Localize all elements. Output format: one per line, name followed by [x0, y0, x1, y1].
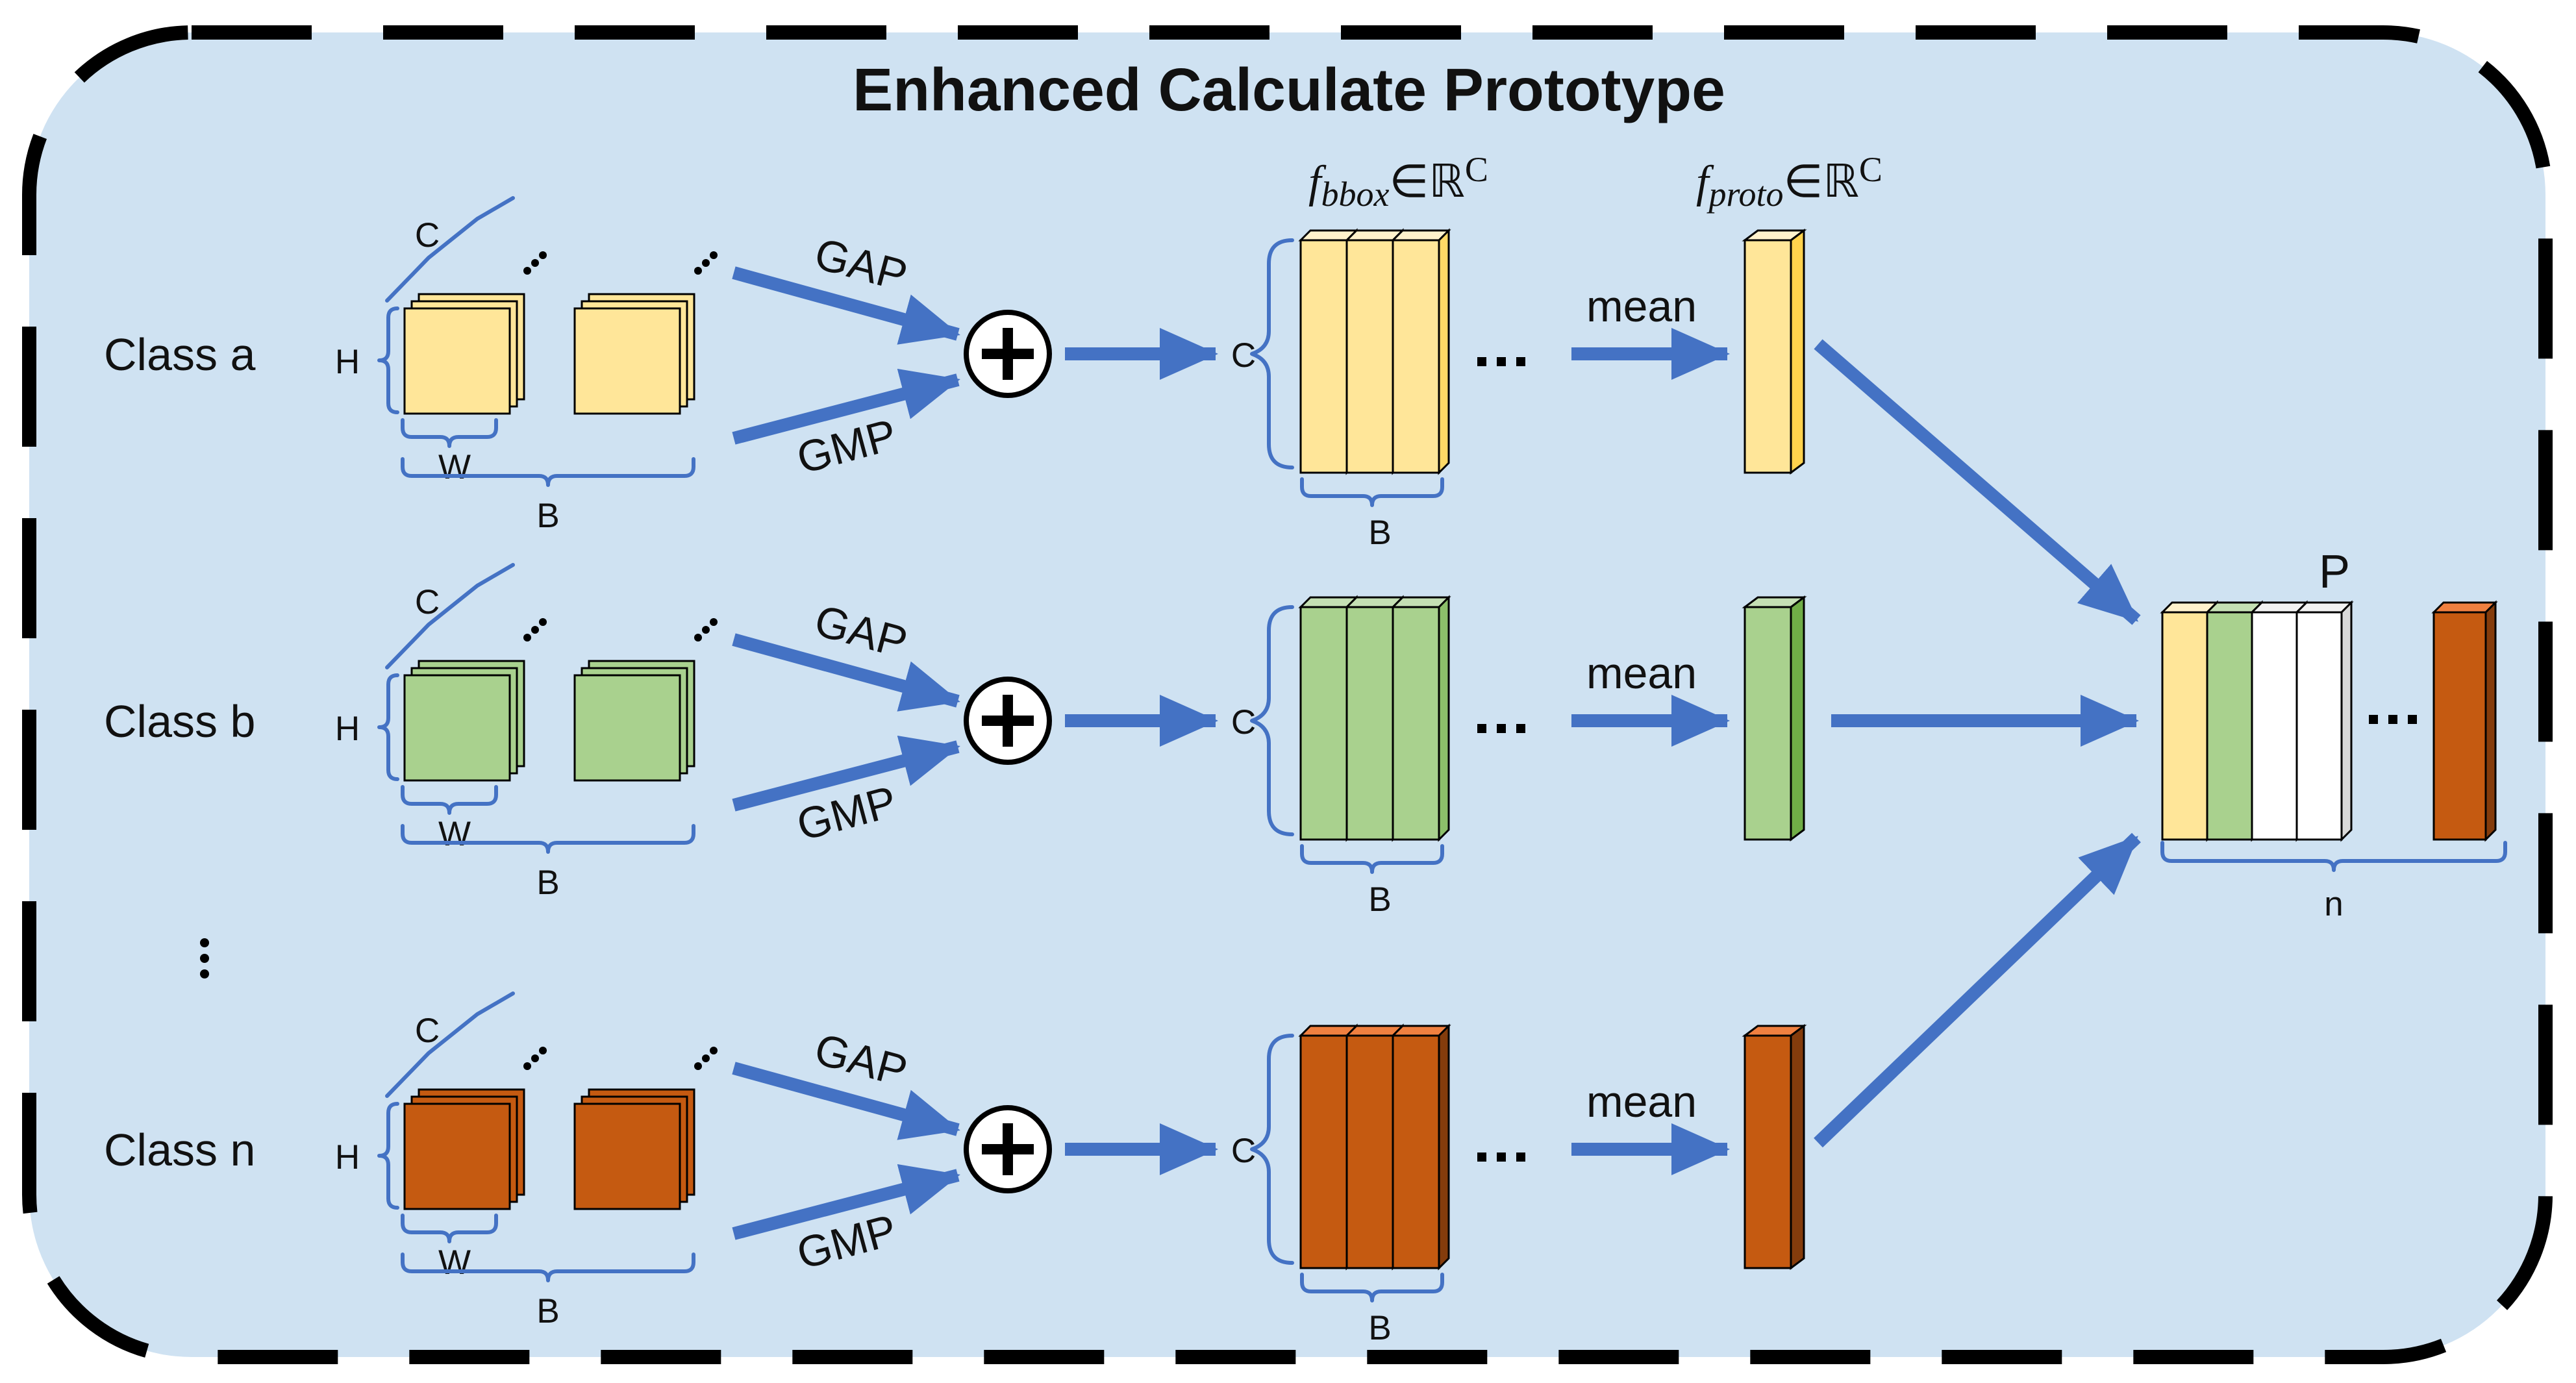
dim-h-label: H	[335, 1138, 360, 1177]
arrow-icon	[732, 1164, 960, 1240]
ellipsis-icon	[523, 618, 547, 642]
stack-b-brace	[1300, 1273, 1444, 1302]
height-brace	[377, 673, 399, 781]
ellipsis-icon	[694, 251, 718, 275]
depth-brace	[385, 196, 515, 303]
dim-c-label: C	[415, 583, 440, 621]
ellipsis-icon	[523, 1047, 547, 1070]
stack-b-label: B	[1368, 514, 1391, 552]
feature-map	[573, 307, 681, 415]
dim-h-label: H	[335, 710, 360, 748]
depth-brace	[385, 563, 515, 669]
circled-plus-icon	[964, 677, 1052, 765]
dim-b-label: B	[536, 497, 559, 535]
fproto-subscript: proto	[1706, 175, 1783, 214]
feature-map	[573, 674, 681, 782]
batch-brace	[401, 824, 695, 854]
fbbox-header: fbbox∈ℝC	[1308, 150, 1488, 214]
circled-plus-icon	[964, 310, 1052, 398]
fproto-bar	[1742, 229, 1807, 475]
dim-b-label: B	[536, 1292, 559, 1330]
fproto-superscript: C	[1859, 150, 1882, 189]
arrow-icon	[732, 266, 960, 345]
prototype-matrix: n P	[2160, 546, 2507, 923]
stack-b-brace	[1300, 844, 1444, 874]
feature-map	[403, 1103, 511, 1210]
stack-c-brace	[1250, 1034, 1294, 1265]
fbbox-subscript: bbox	[1321, 175, 1389, 214]
batch-brace	[401, 1252, 695, 1282]
stack-c-brace	[1250, 238, 1294, 469]
stack-c-label: C	[1231, 1132, 1256, 1170]
arrow-icon	[1814, 832, 2141, 1148]
fbbox-column	[1390, 228, 1451, 475]
dim-h-label: H	[335, 343, 360, 381]
stack-b-label: B	[1368, 880, 1391, 919]
ellipsis-icon	[2369, 715, 2417, 724]
dim-w-label: W	[438, 815, 471, 853]
width-brace	[401, 785, 498, 815]
fproto-bar	[1742, 595, 1807, 841]
prototype-n-brace	[2160, 841, 2507, 872]
arrow-icon	[732, 736, 960, 812]
dim-c-label: C	[415, 1012, 440, 1050]
vertical-ellipsis-icon	[200, 938, 209, 978]
fproto-header: fproto∈ℝC	[1696, 150, 1882, 214]
feature-map	[403, 307, 511, 415]
arrow-icon	[732, 633, 960, 712]
prototype-p-label: P	[2319, 546, 2350, 598]
fbbox-suffix: ∈ℝ	[1389, 157, 1464, 207]
ellipsis-icon	[1477, 724, 1525, 733]
prototype-column	[2294, 600, 2354, 842]
width-brace	[401, 418, 498, 448]
dim-w-label: W	[438, 448, 471, 486]
prototype-n-label: n	[2324, 885, 2343, 923]
arrow-icon	[732, 1062, 960, 1140]
height-brace	[377, 1102, 399, 1210]
stack-c-label: C	[1231, 336, 1256, 375]
dim-c-label: C	[415, 216, 440, 255]
dim-b-label: B	[536, 864, 559, 902]
ellipsis-icon	[694, 1047, 718, 1070]
width-brace	[401, 1214, 498, 1243]
stack-c-brace	[1250, 605, 1294, 836]
height-brace	[377, 306, 399, 414]
ellipsis-icon	[523, 251, 547, 275]
mean-label: mean	[1586, 649, 1697, 698]
mean-label: mean	[1586, 282, 1697, 331]
fbbox-superscript: C	[1465, 150, 1488, 189]
class-label: Class a	[104, 329, 255, 380]
class-label: Class b	[104, 696, 255, 747]
class-label: Class n	[104, 1125, 255, 1175]
arrow-icon	[1814, 339, 2141, 625]
stack-b-brace	[1300, 477, 1444, 507]
converge-arrows	[1814, 339, 2141, 1148]
stack-c-label: C	[1231, 703, 1256, 741]
circled-plus-icon	[964, 1105, 1052, 1193]
fproto-bar	[1742, 1024, 1807, 1270]
prototype-column-n	[2431, 600, 2498, 842]
arrow-icon	[732, 369, 960, 445]
fbbox-column	[1390, 1023, 1451, 1271]
feature-map	[403, 674, 511, 782]
fbbox-column	[1390, 595, 1451, 842]
stack-b-label: B	[1368, 1309, 1391, 1347]
feature-map	[573, 1103, 681, 1210]
dim-w-label: W	[438, 1243, 471, 1282]
ellipsis-icon	[1477, 1152, 1525, 1162]
mean-label: mean	[1586, 1077, 1697, 1127]
depth-brace	[385, 991, 515, 1098]
diagram-title: Enhanced Calculate Prototype	[853, 56, 1725, 123]
ellipsis-icon	[1477, 357, 1525, 366]
fproto-suffix: ∈ℝ	[1783, 157, 1858, 207]
batch-brace	[401, 457, 695, 487]
ellipsis-icon	[694, 618, 718, 642]
